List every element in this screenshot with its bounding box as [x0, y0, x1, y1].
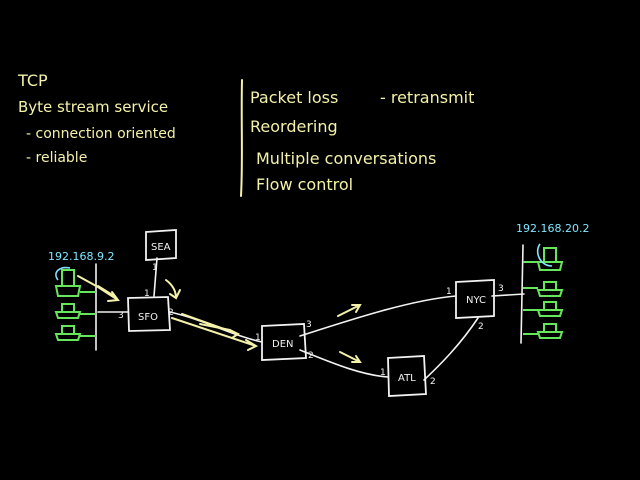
port-numbers: 1 3 1 2 1 3 2 1 2 1 3 2	[118, 263, 504, 387]
notes-divider	[240, 79, 243, 197]
link-nyc-lan	[491, 293, 525, 297]
port-atl-right: 2	[430, 377, 436, 387]
arrow-sea-to-sfo-icon	[165, 279, 181, 300]
port-nyc-down: 2	[478, 322, 484, 332]
tcp-notes: TCP Byte stream service - connection ori…	[17, 71, 176, 166]
notes-title: TCP	[17, 71, 48, 90]
router-atl	[387, 355, 427, 397]
lan-bus-right	[520, 244, 524, 344]
port-sfo-right: 2	[168, 308, 174, 318]
link-den-nyc	[299, 295, 457, 337]
feature-multiple-conversations: Multiple conversations	[256, 149, 436, 168]
port-nyc-left: 1	[446, 287, 452, 297]
host-right-4-icon	[523, 323, 564, 339]
router-nyc	[455, 279, 495, 319]
feature-packet-loss: Packet loss	[250, 88, 338, 107]
link-atl-nyc	[423, 317, 479, 381]
tcp-features-notes: Packet loss - retransmit Reordering Mult…	[250, 88, 474, 194]
port-den-up: 3	[306, 320, 312, 330]
host-right-3-icon	[523, 301, 564, 317]
arrow-host-to-sfo-1-icon	[77, 275, 120, 302]
notes-line-3: - reliable	[26, 150, 87, 166]
feature-reordering: Reordering	[250, 117, 338, 136]
arrow-den-to-atl-icon	[339, 351, 362, 363]
arrow-den-to-nyc-icon	[337, 304, 362, 317]
label-atl: ATL	[398, 373, 416, 384]
port-den-down: 2	[308, 351, 314, 361]
host-left-1-highlight	[55, 266, 71, 281]
label-nyc: NYC	[466, 295, 486, 306]
arrow-sfo-to-den-2-icon	[171, 317, 259, 351]
host-left-3-icon	[54, 325, 96, 341]
host-right-1-icon	[523, 243, 564, 271]
label-sea: SEA	[151, 242, 171, 253]
link-den-atl	[299, 349, 389, 378]
feature-flow-control: Flow control	[256, 175, 353, 194]
port-sfo-up: 1	[144, 289, 150, 299]
left-hosts	[54, 266, 96, 341]
host-right-2-icon	[523, 281, 564, 297]
router-den	[261, 323, 307, 361]
link-sea-sfo	[153, 257, 158, 297]
port-sfo-left: 3	[118, 311, 124, 321]
host-left-2-icon	[54, 303, 96, 319]
port-atl-left: 1	[380, 368, 386, 378]
notes-line-1: Byte stream service	[18, 98, 168, 116]
port-den-left: 1	[255, 333, 261, 343]
router-labels: SEA SFO DEN ATL NYC	[138, 242, 486, 384]
host-left-1-icon	[54, 269, 96, 297]
label-den: DEN	[272, 339, 294, 350]
arrow-sfo-to-den-3-icon	[199, 323, 231, 331]
router-sea	[145, 229, 177, 261]
right-hosts	[523, 243, 564, 339]
routers	[127, 229, 495, 397]
router-sfo	[127, 296, 171, 332]
notes-line-2: - connection oriented	[26, 126, 176, 142]
ip-right: 192.168.20.2	[516, 222, 589, 235]
port-sea-down: 1	[152, 263, 158, 273]
packet-arrows	[77, 275, 362, 363]
arrow-host-to-sfo-2-icon	[97, 285, 115, 297]
network-links	[95, 244, 525, 381]
label-sfo: SFO	[138, 312, 158, 323]
ip-left: 192.168.9.2	[48, 250, 114, 263]
feature-packet-loss-remedy: - retransmit	[380, 88, 474, 107]
port-nyc-right: 3	[498, 284, 504, 294]
